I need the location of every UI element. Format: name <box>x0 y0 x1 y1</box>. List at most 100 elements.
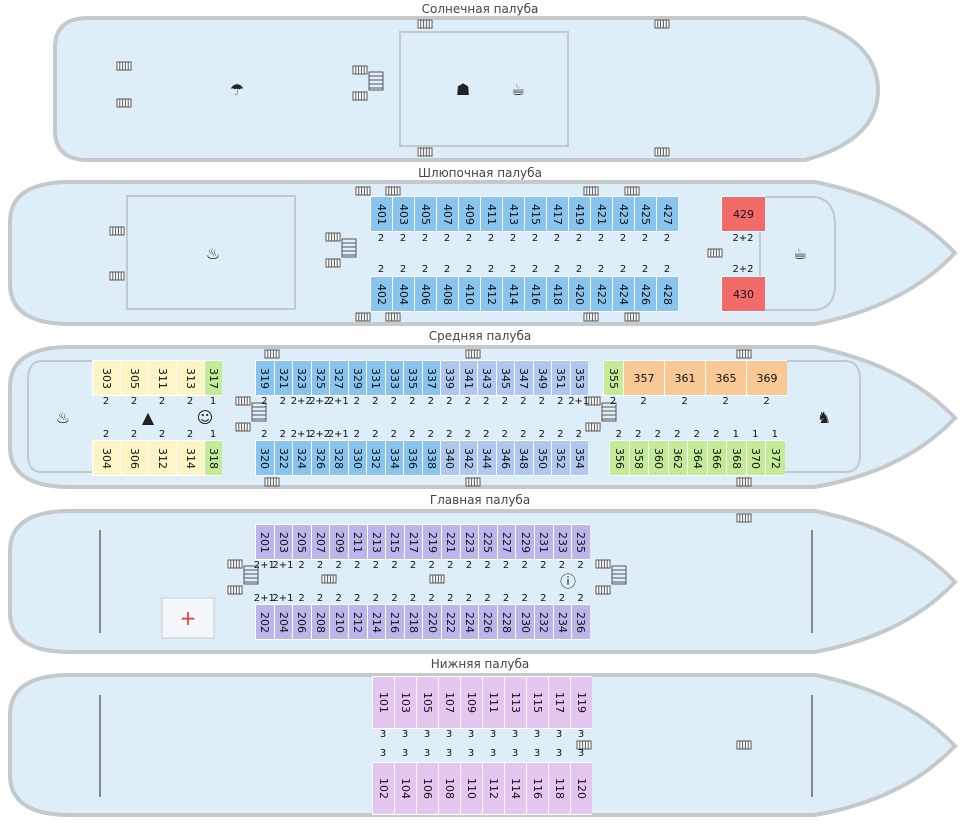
cabin-219[interactable]: 219 <box>422 524 441 560</box>
cabin-360[interactable]: 360 <box>648 440 668 476</box>
cabin-201[interactable]: 201 <box>255 524 274 560</box>
cabin-317[interactable]: 317 <box>204 360 222 396</box>
cabin-113[interactable]: 113 <box>504 676 526 729</box>
cabin-319[interactable]: 319 <box>255 360 274 396</box>
cabin-233[interactable]: 233 <box>552 524 572 560</box>
cabin-430[interactable]: 430 <box>721 276 765 312</box>
cabin-110[interactable]: 110 <box>460 762 482 815</box>
cabin-318[interactable]: 318 <box>204 440 222 476</box>
cabin-227[interactable]: 227 <box>496 524 516 560</box>
cabin-352[interactable]: 352 <box>551 440 570 476</box>
cabin-117[interactable]: 117 <box>548 676 570 729</box>
cabin-420[interactable]: 420 <box>568 276 590 312</box>
cabin-401[interactable]: 401 <box>370 196 392 232</box>
cabin-336[interactable]: 336 <box>403 440 422 476</box>
cabin-112[interactable]: 112 <box>482 762 504 815</box>
cabin-109[interactable]: 109 <box>460 676 482 729</box>
cabin-236[interactable]: 236 <box>571 604 590 640</box>
cabin-366[interactable]: 366 <box>706 440 726 476</box>
cabin-111[interactable]: 111 <box>482 676 504 729</box>
cabin-410[interactable]: 410 <box>458 276 480 312</box>
cabin-229[interactable]: 229 <box>515 524 534 560</box>
cabin-372[interactable]: 372 <box>765 440 785 476</box>
cabin-346[interactable]: 346 <box>495 440 514 476</box>
cabin-323[interactable]: 323 <box>292 360 311 396</box>
cabin-337[interactable]: 337 <box>421 360 440 396</box>
cabin-208[interactable]: 208 <box>310 604 330 640</box>
cabin-364[interactable]: 364 <box>687 440 707 476</box>
cabin-215[interactable]: 215 <box>385 524 404 560</box>
cabin-409[interactable]: 409 <box>458 196 480 232</box>
cabin-355[interactable]: 355 <box>603 360 623 396</box>
cabin-303[interactable]: 303 <box>92 360 120 396</box>
cabin-330[interactable]: 330 <box>347 440 366 476</box>
cabin-341[interactable]: 341 <box>458 360 477 396</box>
cabin-331[interactable]: 331 <box>366 360 385 396</box>
cabin-350[interactable]: 350 <box>532 440 551 476</box>
cabin-220[interactable]: 220 <box>422 604 441 640</box>
cabin-342[interactable]: 342 <box>458 440 477 476</box>
cabin-328[interactable]: 328 <box>329 440 348 476</box>
cabin-368[interactable]: 368 <box>726 440 746 476</box>
cabin-423[interactable]: 423 <box>612 196 634 232</box>
cabin-231[interactable]: 231 <box>534 524 553 560</box>
cabin-408[interactable]: 408 <box>436 276 458 312</box>
cabin-101[interactable]: 101 <box>372 676 394 729</box>
cabin-206[interactable]: 206 <box>292 604 311 640</box>
cabin-357[interactable]: 357 <box>623 360 664 396</box>
cabin-203[interactable]: 203 <box>273 524 293 560</box>
cabin-322[interactable]: 322 <box>273 440 292 476</box>
cabin-405[interactable]: 405 <box>414 196 436 232</box>
cabin-332[interactable]: 332 <box>366 440 385 476</box>
cabin-344[interactable]: 344 <box>477 440 496 476</box>
cabin-418[interactable]: 418 <box>546 276 568 312</box>
cabin-412[interactable]: 412 <box>480 276 502 312</box>
cabin-348[interactable]: 348 <box>514 440 533 476</box>
cabin-338[interactable]: 338 <box>421 440 440 476</box>
cabin-119[interactable]: 119 <box>570 676 592 729</box>
cabin-320[interactable]: 320 <box>255 440 274 476</box>
cabin-329[interactable]: 329 <box>347 360 366 396</box>
cabin-226[interactable]: 226 <box>478 604 497 640</box>
cabin-116[interactable]: 116 <box>526 762 548 815</box>
cabin-304[interactable]: 304 <box>92 440 120 476</box>
cabin-428[interactable]: 428 <box>656 276 678 312</box>
cabin-353[interactable]: 353 <box>569 360 588 396</box>
cabin-361[interactable]: 361 <box>664 360 705 396</box>
cabin-210[interactable]: 210 <box>329 604 348 640</box>
cabin-425[interactable]: 425 <box>634 196 656 232</box>
cabin-402[interactable]: 402 <box>370 276 392 312</box>
cabin-356[interactable]: 356 <box>609 440 629 476</box>
cabin-354[interactable]: 354 <box>569 440 588 476</box>
cabin-105[interactable]: 105 <box>416 676 438 729</box>
cabin-213[interactable]: 213 <box>366 524 386 560</box>
cabin-232[interactable]: 232 <box>534 604 553 640</box>
cabin-426[interactable]: 426 <box>634 276 656 312</box>
cabin-115[interactable]: 115 <box>526 676 548 729</box>
cabin-340[interactable]: 340 <box>440 440 459 476</box>
cabin-214[interactable]: 214 <box>366 604 386 640</box>
cabin-416[interactable]: 416 <box>524 276 546 312</box>
cabin-414[interactable]: 414 <box>502 276 524 312</box>
cabin-369[interactable]: 369 <box>746 360 787 396</box>
cabin-224[interactable]: 224 <box>459 604 479 640</box>
cabin-120[interactable]: 120 <box>570 762 592 815</box>
cabin-204[interactable]: 204 <box>273 604 293 640</box>
cabin-314[interactable]: 314 <box>176 440 204 476</box>
cabin-102[interactable]: 102 <box>372 762 394 815</box>
cabin-305[interactable]: 305 <box>120 360 148 396</box>
cabin-107[interactable]: 107 <box>438 676 460 729</box>
cabin-235[interactable]: 235 <box>571 524 590 560</box>
cabin-345[interactable]: 345 <box>495 360 514 396</box>
cabin-349[interactable]: 349 <box>532 360 551 396</box>
cabin-429[interactable]: 429 <box>721 196 765 232</box>
cabin-207[interactable]: 207 <box>310 524 330 560</box>
cabin-311[interactable]: 311 <box>148 360 176 396</box>
cabin-104[interactable]: 104 <box>394 762 416 815</box>
cabin-406[interactable]: 406 <box>414 276 436 312</box>
cabin-221[interactable]: 221 <box>441 524 460 560</box>
cabin-225[interactable]: 225 <box>478 524 497 560</box>
cabin-218[interactable]: 218 <box>403 604 423 640</box>
cabin-404[interactable]: 404 <box>392 276 414 312</box>
cabin-419[interactable]: 419 <box>568 196 590 232</box>
